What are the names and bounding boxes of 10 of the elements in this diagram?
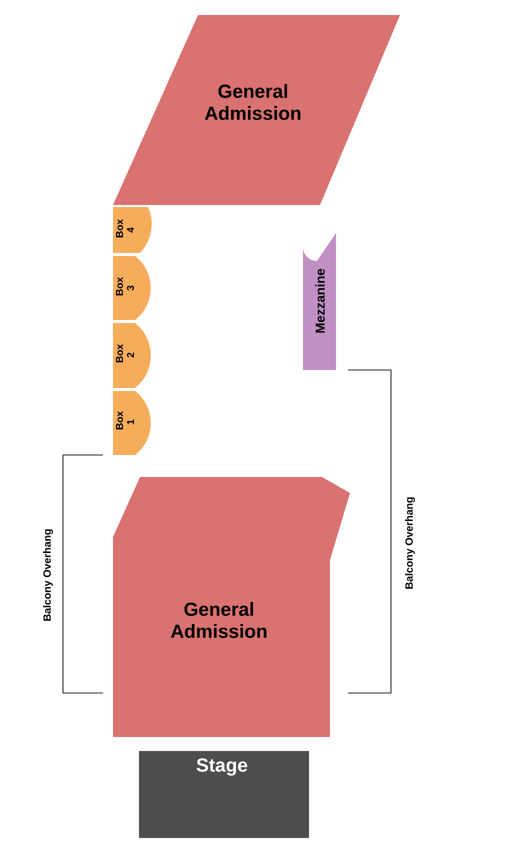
stage: Stage: [139, 751, 309, 838]
seating-section: General Admission: [113, 15, 400, 205]
section-label: Balcony Overhang: [405, 497, 415, 589]
box-seat: Box 3: [113, 256, 151, 320]
box-seat: Box 4: [113, 207, 152, 253]
box-seat: Box 2: [113, 323, 151, 388]
mezzanine-section: Mezzanine: [303, 233, 336, 370]
seating-section: General Admission: [113, 477, 350, 737]
section-label: Balcony Overhang: [43, 529, 53, 621]
box-seat: Box 1: [113, 391, 151, 455]
